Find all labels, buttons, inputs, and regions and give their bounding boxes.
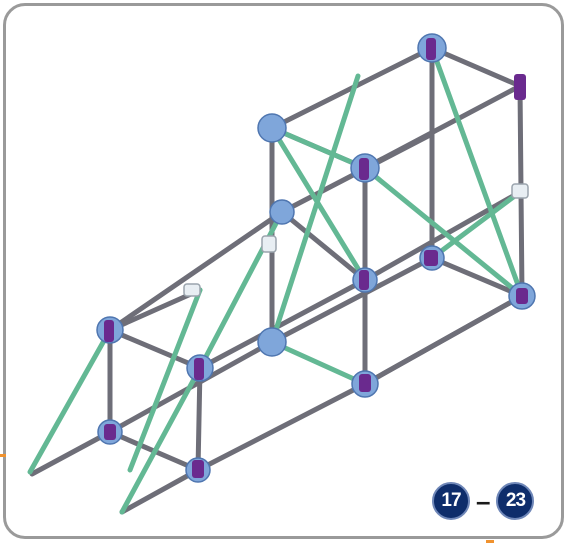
grey-rods (29, 45, 525, 515)
step-badge-start: 17 (432, 482, 470, 520)
edge-marks (0, 454, 494, 543)
illustration-frame (3, 3, 564, 539)
step-range: 17 – 23 (432, 482, 535, 520)
purple-connectors (104, 38, 528, 478)
blue-connectors (96, 33, 536, 483)
step-separator: – (476, 486, 491, 516)
step-badge-end: 23 (496, 482, 535, 520)
white-connectors (183, 183, 529, 297)
